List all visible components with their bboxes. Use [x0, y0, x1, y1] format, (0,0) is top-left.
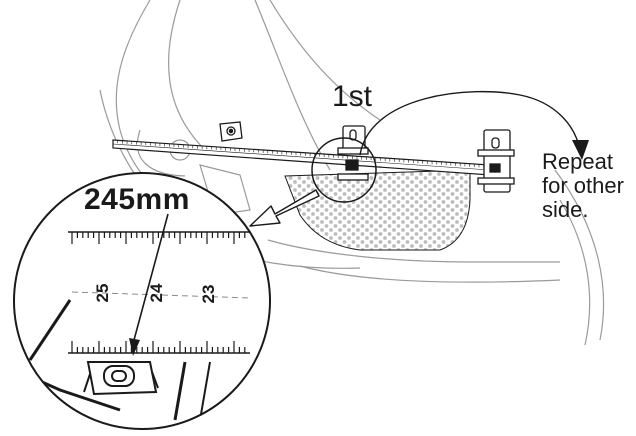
- lower-scale: [68, 341, 250, 354]
- bracket-right: [477, 129, 515, 193]
- upper-scale: [68, 231, 250, 244]
- grille-mesh: [284, 169, 471, 251]
- scale-number-24: 24: [147, 283, 166, 302]
- step-label: 1st: [332, 80, 373, 113]
- scale-number-23: 23: [199, 285, 218, 304]
- scale-number-25: 25: [93, 284, 112, 303]
- magnifier-source-circle: [311, 137, 377, 203]
- measuring-ruler: [112, 139, 506, 177]
- zoom-arrow: [249, 189, 320, 227]
- measurement-label: 245mm: [84, 183, 190, 216]
- clip-detail: [83, 361, 159, 396]
- measurement-pointer: [133, 213, 169, 341]
- repeat-arrow: [359, 90, 589, 160]
- repeat-instruction: Repeat for other side.: [542, 149, 624, 222]
- bracket-left: [219, 121, 243, 142]
- bracket-center: [337, 125, 369, 181]
